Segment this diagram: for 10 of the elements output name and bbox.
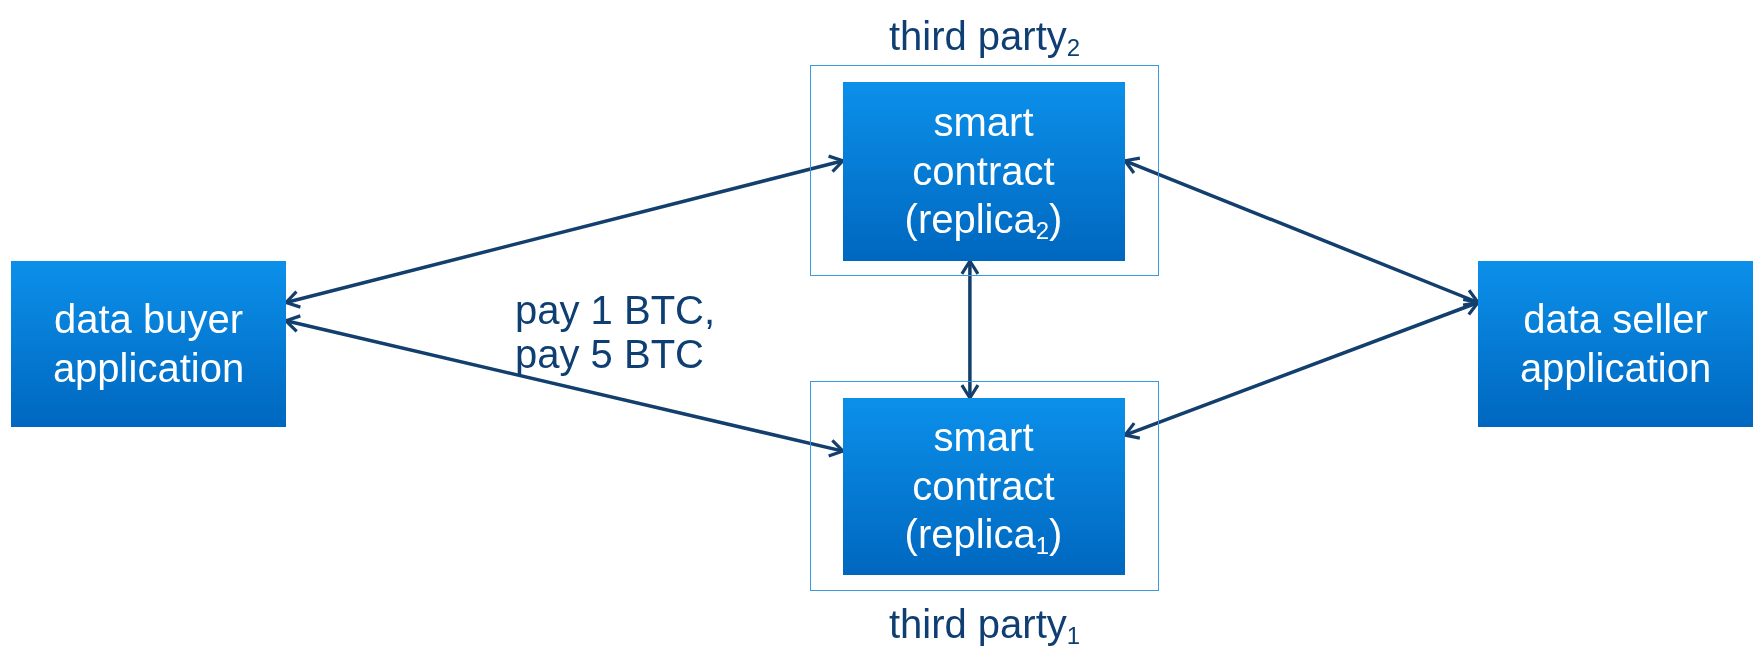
process-box: smart contract (replica$_{2}$) bbox=[842, 81, 1125, 261]
process-box: data seller application bbox=[1478, 261, 1753, 427]
group-title: third party$_{2}$ bbox=[887, 14, 1082, 58]
process-box: data buyer application bbox=[11, 261, 286, 427]
arrow bbox=[1123, 297, 1480, 440]
arrow bbox=[960, 259, 980, 400]
process-box: smart contract (replica$_{1}$) bbox=[842, 397, 1125, 575]
arrow bbox=[1123, 156, 1480, 307]
note-text: pay 1 BTC, pay 5 BTC bbox=[515, 288, 717, 376]
group-title: third party$_{1}$ bbox=[887, 602, 1082, 646]
